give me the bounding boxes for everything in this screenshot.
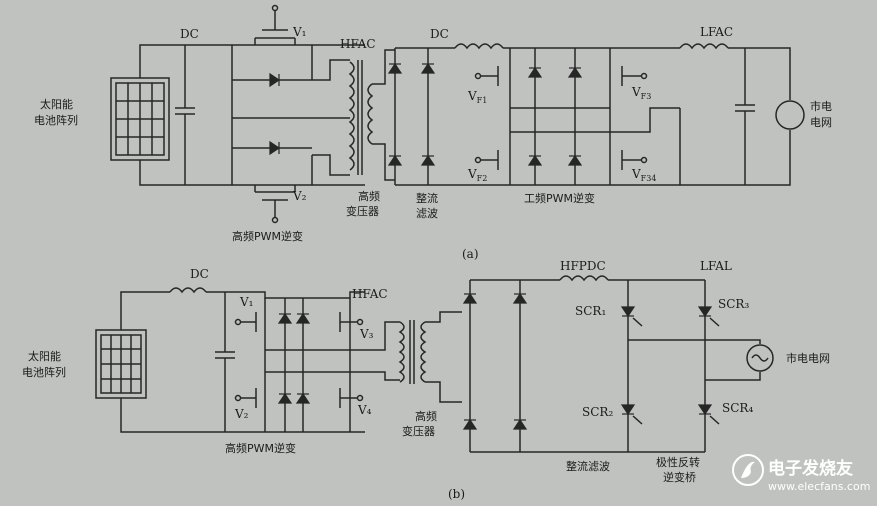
label-vf2: V: [467, 167, 477, 181]
transistor-v1-icon: [254, 4, 296, 45]
label-dc-b: DC: [190, 267, 209, 281]
grid-source-b-icon: [746, 344, 774, 372]
label-scr4: SCR₄: [722, 401, 753, 415]
label-vf3-sub: F3: [641, 92, 652, 101]
input-capacitor-icon: [175, 45, 195, 185]
input-capacitor-b-icon: [215, 292, 235, 432]
label-scr1: SCR₁: [575, 304, 606, 318]
transformer-b-icon: [398, 311, 462, 403]
circuit-a: DC V₁ V₂ HFAC DC LFAC VF1 VF2 VF3 VF34 太…: [34, 4, 832, 261]
scr3-icon: [698, 306, 712, 317]
label-vf34: V: [631, 167, 641, 181]
svg-text:VF1: VF1: [467, 89, 487, 105]
solar-array-b-icon: [95, 329, 147, 399]
label-lfal: LFAL: [700, 259, 732, 273]
label-vf34-sub: F34: [641, 174, 657, 183]
solar-label-a-1: 太阳能: [40, 97, 73, 111]
label-v2-a: V₂: [292, 189, 307, 203]
label-vf3: V: [631, 85, 641, 99]
transformer-label-a-2: 变压器: [346, 204, 379, 218]
transformer-label-a-1: 高频: [358, 189, 380, 203]
grid-label-a-2: 电网: [810, 116, 832, 129]
lf-bridge-a: [455, 48, 680, 186]
rectifier-label-a-2: 滤波: [416, 207, 438, 220]
label-hfpdc: HFPDC: [560, 259, 606, 273]
wire-dc-bottom: [139, 160, 365, 186]
hf-inverter-label-a: 高频PWM逆变: [232, 229, 303, 243]
circuit-b: DC V₁ V₂ V₃ V₄ HFAC HFPDC LFAL SCR₁ SCR₃…: [22, 259, 830, 501]
label-v3-b: V₃: [359, 327, 374, 341]
scr1-icon: [621, 306, 635, 317]
label-scr3: SCR₃: [718, 297, 749, 311]
label-hfac-b: HFAC: [352, 287, 388, 301]
solar-label-b-2: 电池阵列: [22, 365, 66, 379]
label-scr2: SCR₂: [582, 405, 613, 419]
grid-label-a-1: 市电: [810, 99, 832, 113]
hf-bridge-b: [234, 298, 400, 432]
transformer-a-icon: [348, 49, 395, 181]
hf-inverter-label-b: 高频PWM逆变: [225, 441, 296, 455]
grid-label-b: 市电电网: [786, 351, 830, 365]
diode-v1-icon: [269, 73, 280, 87]
label-v1-b: V₁: [239, 295, 253, 309]
rectifier-bridge-b: [463, 279, 705, 453]
svg-text:VF3: VF3: [631, 85, 651, 101]
transformer-label-b-2: 变压器: [402, 424, 435, 438]
transistor-v2-icon: [254, 185, 296, 224]
watermark-title: 电子发烧友: [768, 458, 853, 479]
scr2-icon: [621, 404, 635, 415]
label-vf1: V: [467, 89, 477, 103]
lf-inverter-label-a: 工频PWM逆变: [524, 191, 595, 205]
rectifier-label-a-1: 整流: [416, 191, 438, 205]
label-lfac-a: LFAC: [700, 25, 733, 39]
label-vf1-sub: F1: [477, 96, 488, 105]
caption-b: (b): [448, 487, 465, 501]
rectifier-label-b: 整流滤波: [566, 459, 610, 473]
hfpdc-inductor-icon: [559, 275, 609, 282]
grid-source-a-icon: [775, 100, 805, 130]
dc-inductor-b-icon: [169, 287, 207, 294]
label-v2-b: V₂: [234, 407, 249, 421]
svg-text:VF2: VF2: [467, 167, 487, 183]
label-hfac-a: HFAC: [340, 37, 376, 51]
watermark-logo-icon: [732, 454, 764, 486]
diode-v2-icon: [269, 141, 280, 155]
scr4-icon: [698, 404, 712, 415]
polarity-label-1: 极性反转: [656, 455, 700, 469]
solar-array-icon: [110, 77, 170, 161]
dc-inductor-a-icon: [454, 43, 630, 50]
watermark-url: www.elecfans.com: [768, 480, 870, 493]
label-dc-a: DC: [180, 27, 199, 41]
polarity-label-2: 逆变桥: [663, 470, 696, 484]
solar-label-a-2: 电池阵列: [34, 113, 78, 127]
svg-text:VF34: VF34: [631, 167, 656, 183]
caption-a: (a): [462, 247, 479, 261]
rectifier-bridge-a: [388, 47, 455, 186]
watermark: 电子发烧友 www.elecfans.com: [732, 454, 870, 493]
transformer-label-b-1: 高频: [415, 409, 437, 423]
wire-dc-top: [139, 44, 365, 78]
label-vf2-sub: F2: [477, 174, 488, 183]
label-dc2-a: DC: [430, 27, 449, 41]
label-v1-a: V₁: [292, 25, 306, 39]
solar-label-b-1: 太阳能: [28, 349, 61, 363]
label-v4-b: V₄: [357, 403, 372, 417]
lfac-output-a: [610, 43, 805, 186]
scr-bridge: [621, 280, 774, 452]
